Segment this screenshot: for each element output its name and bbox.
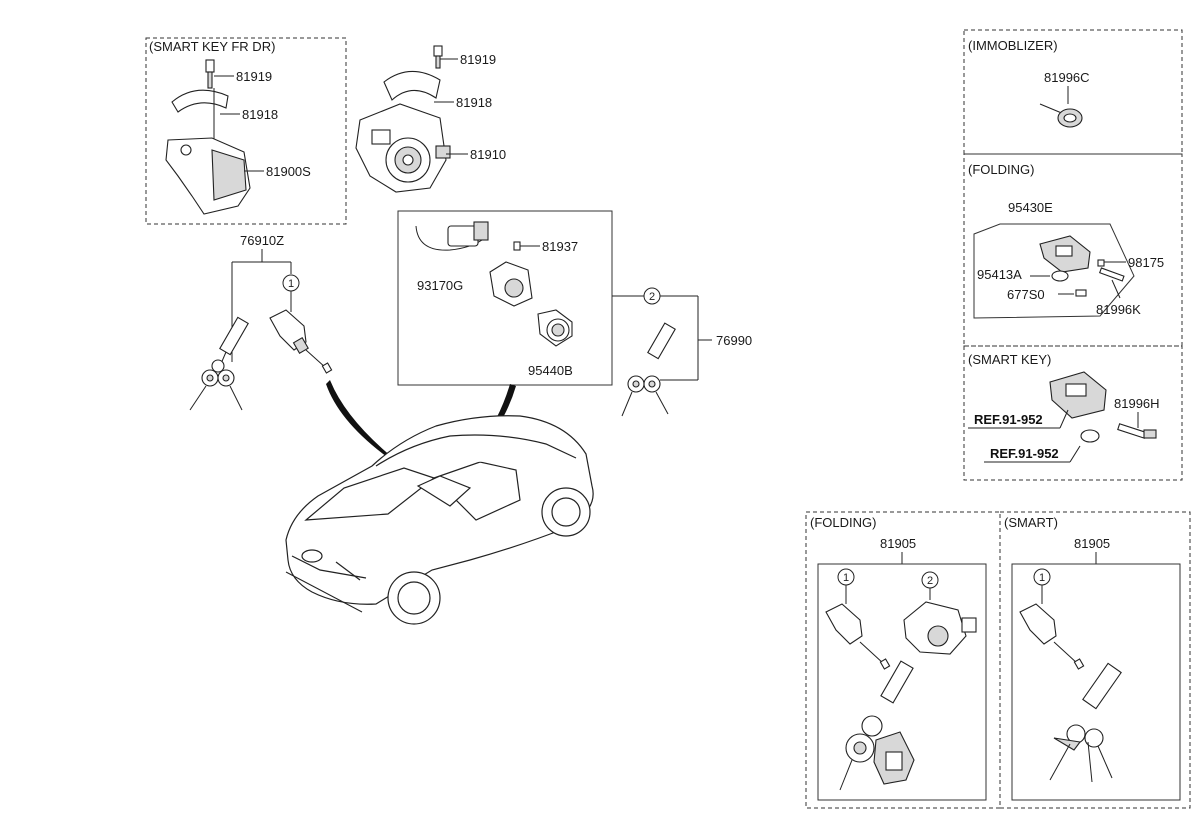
key-pair-part [621, 375, 669, 417]
steering-lock-assembly: 81919 81918 81910 [355, 45, 506, 193]
key-tag-part [219, 316, 249, 367]
group-label-immobilizer: (IMMOBLIZER) [968, 38, 1058, 53]
group-label-smart-key: (SMART KEY) [968, 352, 1051, 367]
bolt-part [433, 45, 443, 69]
callout-1-label: 1 [1039, 572, 1045, 584]
battery-part [1051, 270, 1069, 282]
label-93170g: 93170G [417, 278, 463, 293]
key-tag-part [880, 660, 914, 704]
label-76990: 76990 [716, 333, 752, 348]
label-677s0: 677S0 [1007, 287, 1045, 302]
clamp-part [171, 89, 229, 113]
bolt-part [205, 59, 215, 89]
key-blade-part [1098, 267, 1125, 282]
group-folding-top: (FOLDING) 95430E 95413A 677S0 98175 8199… [963, 153, 1183, 347]
group-folding-bottom: (FOLDING) 81905 1 2 [805, 511, 1001, 809]
key-set-76990: 2 76990 [612, 287, 752, 417]
label-98175: 98175 [1128, 255, 1164, 270]
immobilizer-antenna-part [415, 221, 489, 251]
smart-key-blade-part [1117, 423, 1157, 439]
door-cylinder-part [1019, 603, 1085, 670]
label-81919-b: 81919 [460, 52, 496, 67]
group-label-smart-bottom: (SMART) [1004, 515, 1058, 530]
label-81918-b: 81918 [456, 95, 492, 110]
smart-key-battery-part [1080, 429, 1100, 443]
label-81910: 81910 [470, 147, 506, 162]
vehicle-illustration [285, 415, 594, 625]
steering-lock-body-part [355, 103, 451, 193]
label-81937: 81937 [542, 239, 578, 254]
callout-1-label: 1 [843, 572, 849, 584]
door-lock-body-part [165, 137, 251, 215]
callout-2-label: 2 [927, 575, 933, 587]
ref-label-2: REF.91-952 [990, 446, 1059, 461]
group-label-folding-bottom: (FOLDING) [810, 515, 876, 530]
smart-key-fob-part [1049, 371, 1107, 419]
cover-part [1075, 289, 1087, 297]
door-cylinder-part [269, 309, 333, 374]
group-label-smart-key-fr-dr: (SMART KEY FR DR) [149, 39, 275, 54]
group-immobilizer: (IMMOBLIZER) 81996C [963, 29, 1183, 155]
group-smart-key-fr-dr: (SMART KEY FR DR) 81919 81918 81900S [145, 37, 347, 225]
ignition-bezel-part [537, 309, 573, 347]
group-label-folding-top: (FOLDING) [968, 162, 1034, 177]
callout-2-label: 2 [649, 291, 655, 303]
group-smart-key: (SMART KEY) REF.91-952 81996H REF.91-952 [963, 345, 1183, 481]
label-76910z: 76910Z [240, 233, 284, 248]
ref-label-1: REF.91-952 [974, 412, 1043, 427]
ignition-group-box: 93170G 81937 95440B [397, 210, 613, 386]
pin-part [1097, 259, 1105, 267]
key-pair-part [189, 359, 243, 411]
key-pair-part [1049, 724, 1113, 783]
screw-part [513, 241, 521, 251]
folding-key-and-fob-part [839, 715, 915, 791]
label-95413a: 95413A [977, 267, 1022, 282]
key-tag-part [647, 322, 676, 360]
group-smart-bottom: (SMART) 81905 1 [999, 511, 1191, 809]
label-95430e: 95430E [1008, 200, 1053, 215]
label-81996c: 81996C [1044, 70, 1090, 85]
door-cylinder-part [825, 603, 891, 670]
label-81905-b: 81905 [1074, 536, 1110, 551]
label-81996h: 81996H [1114, 396, 1160, 411]
label-81996k: 81996K [1096, 302, 1141, 317]
label-81919: 81919 [236, 69, 272, 84]
ignition-lock-part [903, 601, 977, 655]
label-81905-a: 81905 [880, 536, 916, 551]
key-tag-part [1082, 662, 1122, 710]
ignition-cylinder-part [489, 261, 533, 307]
folding-key-fob-part [1039, 235, 1091, 273]
transponder-key-part [1039, 103, 1083, 128]
key-set-76910z: 76910Z 1 [189, 233, 333, 411]
label-95440b: 95440B [528, 363, 573, 378]
label-81900s: 81900S [266, 164, 311, 179]
clamp-part [383, 70, 441, 101]
callout-1-label: 1 [288, 278, 294, 290]
label-81918: 81918 [242, 107, 278, 122]
